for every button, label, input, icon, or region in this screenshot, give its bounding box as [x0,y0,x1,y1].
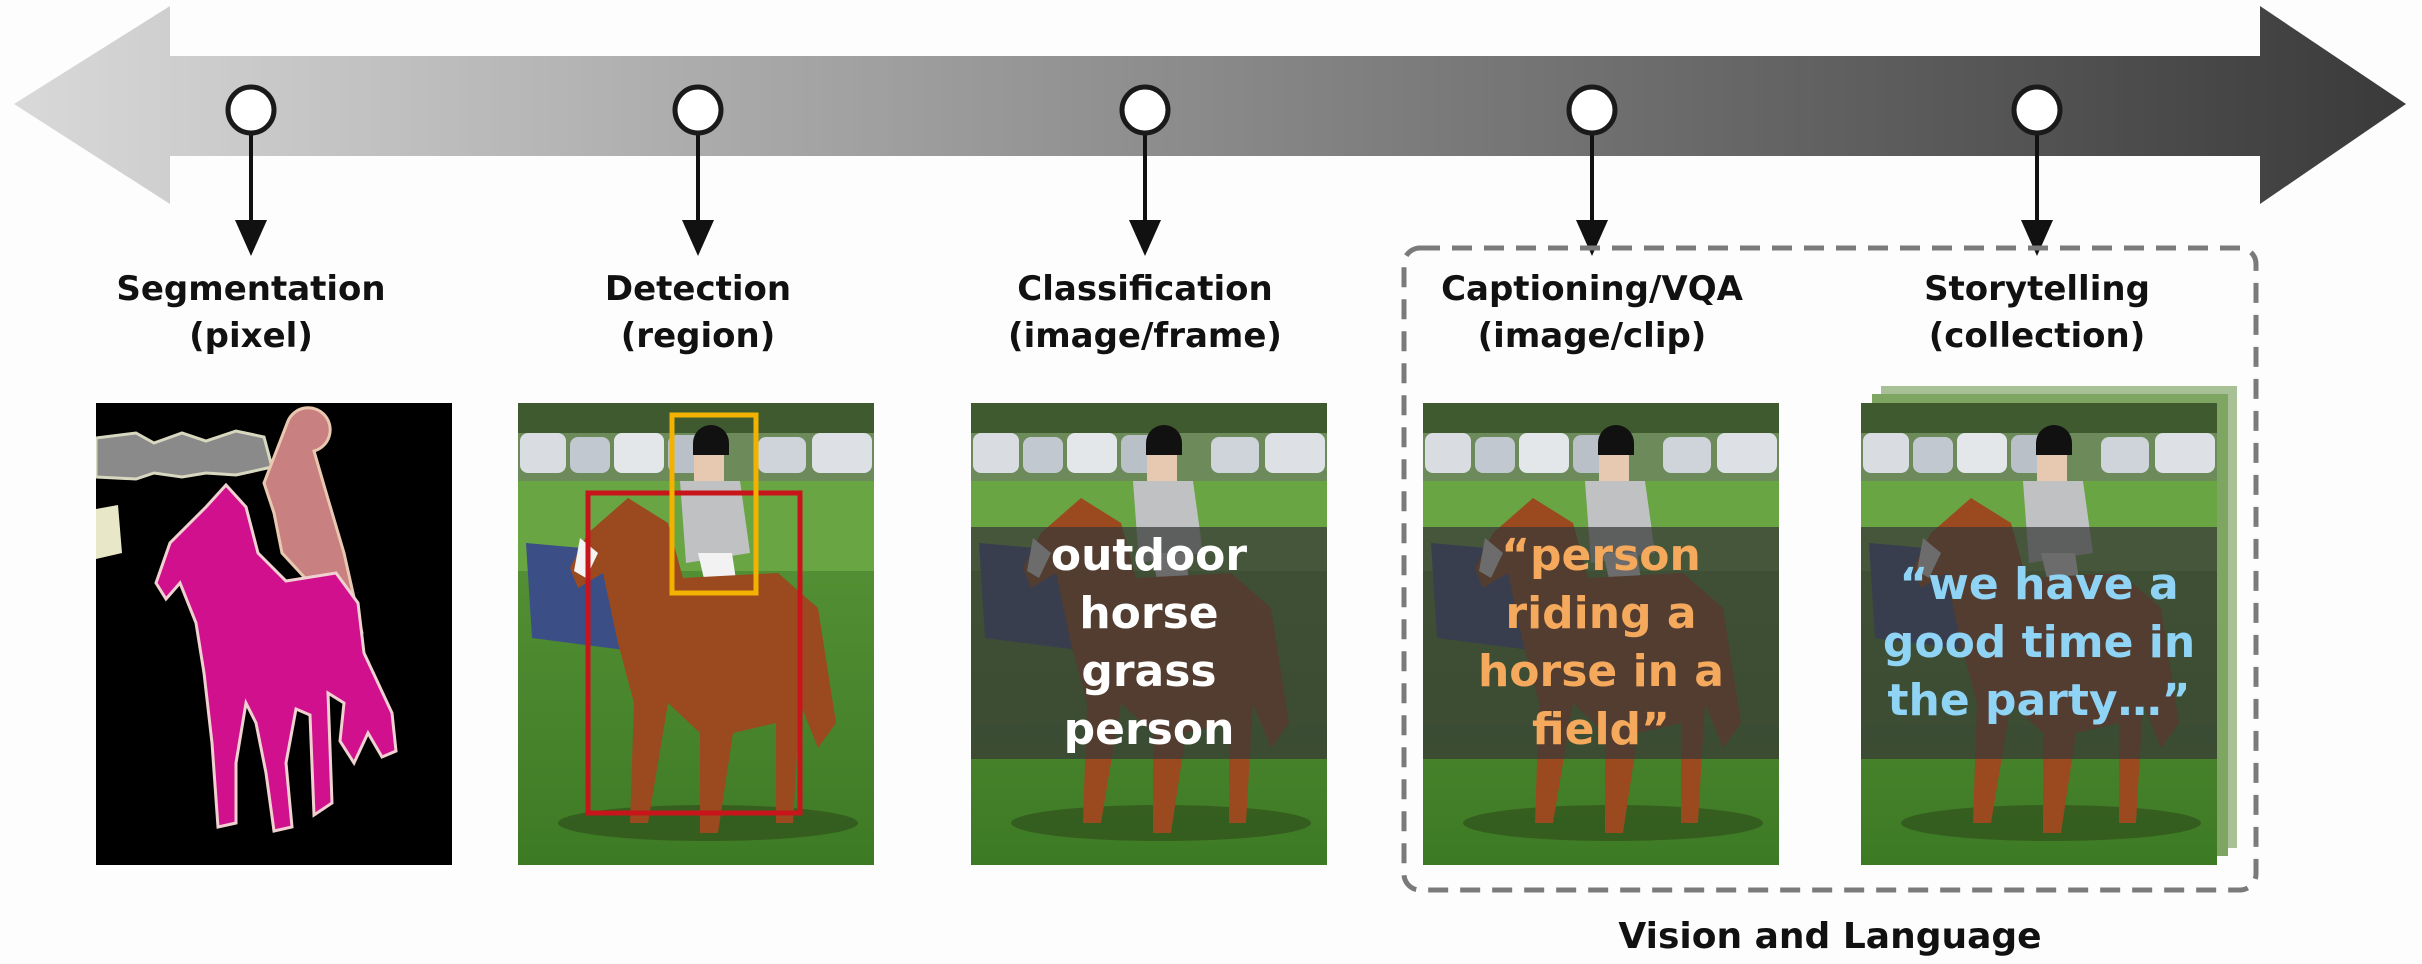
stage-label-detection: Detection (region) [498,266,898,360]
tick-captioning [1566,84,1618,256]
stage-title: Storytelling [1924,269,2150,309]
story-overlay: “we have a good time in the party…” [1861,527,2217,759]
class-tag: horse [1079,588,1219,639]
caption-text: “person riding a horse in a field” [1477,530,1725,755]
storytelling-image: “we have a good time in the party…” [1861,403,2217,865]
stage-label-captioning: Captioning/VQA (image/clip) [1392,266,1792,360]
stage-label-classification: Classification (image/frame) [945,266,1345,360]
stage-title: Classification [1017,269,1273,309]
tick-detection [672,84,724,256]
detection-image [518,403,874,865]
vision-language-label: Vision and Language [1618,916,2042,957]
class-tag: person [1063,704,1235,755]
classification-image: outdoor horse grass person [971,403,1327,865]
tick-storytelling [2011,84,2063,256]
caption-overlay: “person riding a horse in a field” [1423,527,1779,759]
stage-label-storytelling: Storytelling (collection) [1837,266,2237,360]
stage-title: Captioning/VQA [1441,269,1743,309]
stage-subtitle: (region) [620,316,776,356]
vision-language-group-box [1401,245,2259,893]
segmentation-image [96,403,452,865]
class-tag: outdoor [1050,530,1248,581]
person-bounding-box [669,412,759,596]
stage-subtitle: (pixel) [189,316,313,356]
class-tag: grass [1081,646,1217,697]
stage-subtitle: (collection) [1928,316,2146,356]
tick-classification [1119,84,1171,256]
classification-overlay: outdoor horse grass person [971,527,1327,759]
captioning-image: “person riding a horse in a field” [1423,403,1779,865]
stage-label-segmentation: Segmentation (pixel) [51,266,451,360]
stage-subtitle: (image/frame) [1008,316,1282,356]
stage-title: Detection [604,269,792,309]
story-text: “we have a good time in the party…” [1882,559,2196,726]
horse-bounding-box [585,490,803,816]
spectrum-arrow [14,6,2406,204]
stage-title: Segmentation [116,269,386,309]
stage-subtitle: (image/clip) [1477,316,1707,356]
tick-segmentation [225,84,277,256]
